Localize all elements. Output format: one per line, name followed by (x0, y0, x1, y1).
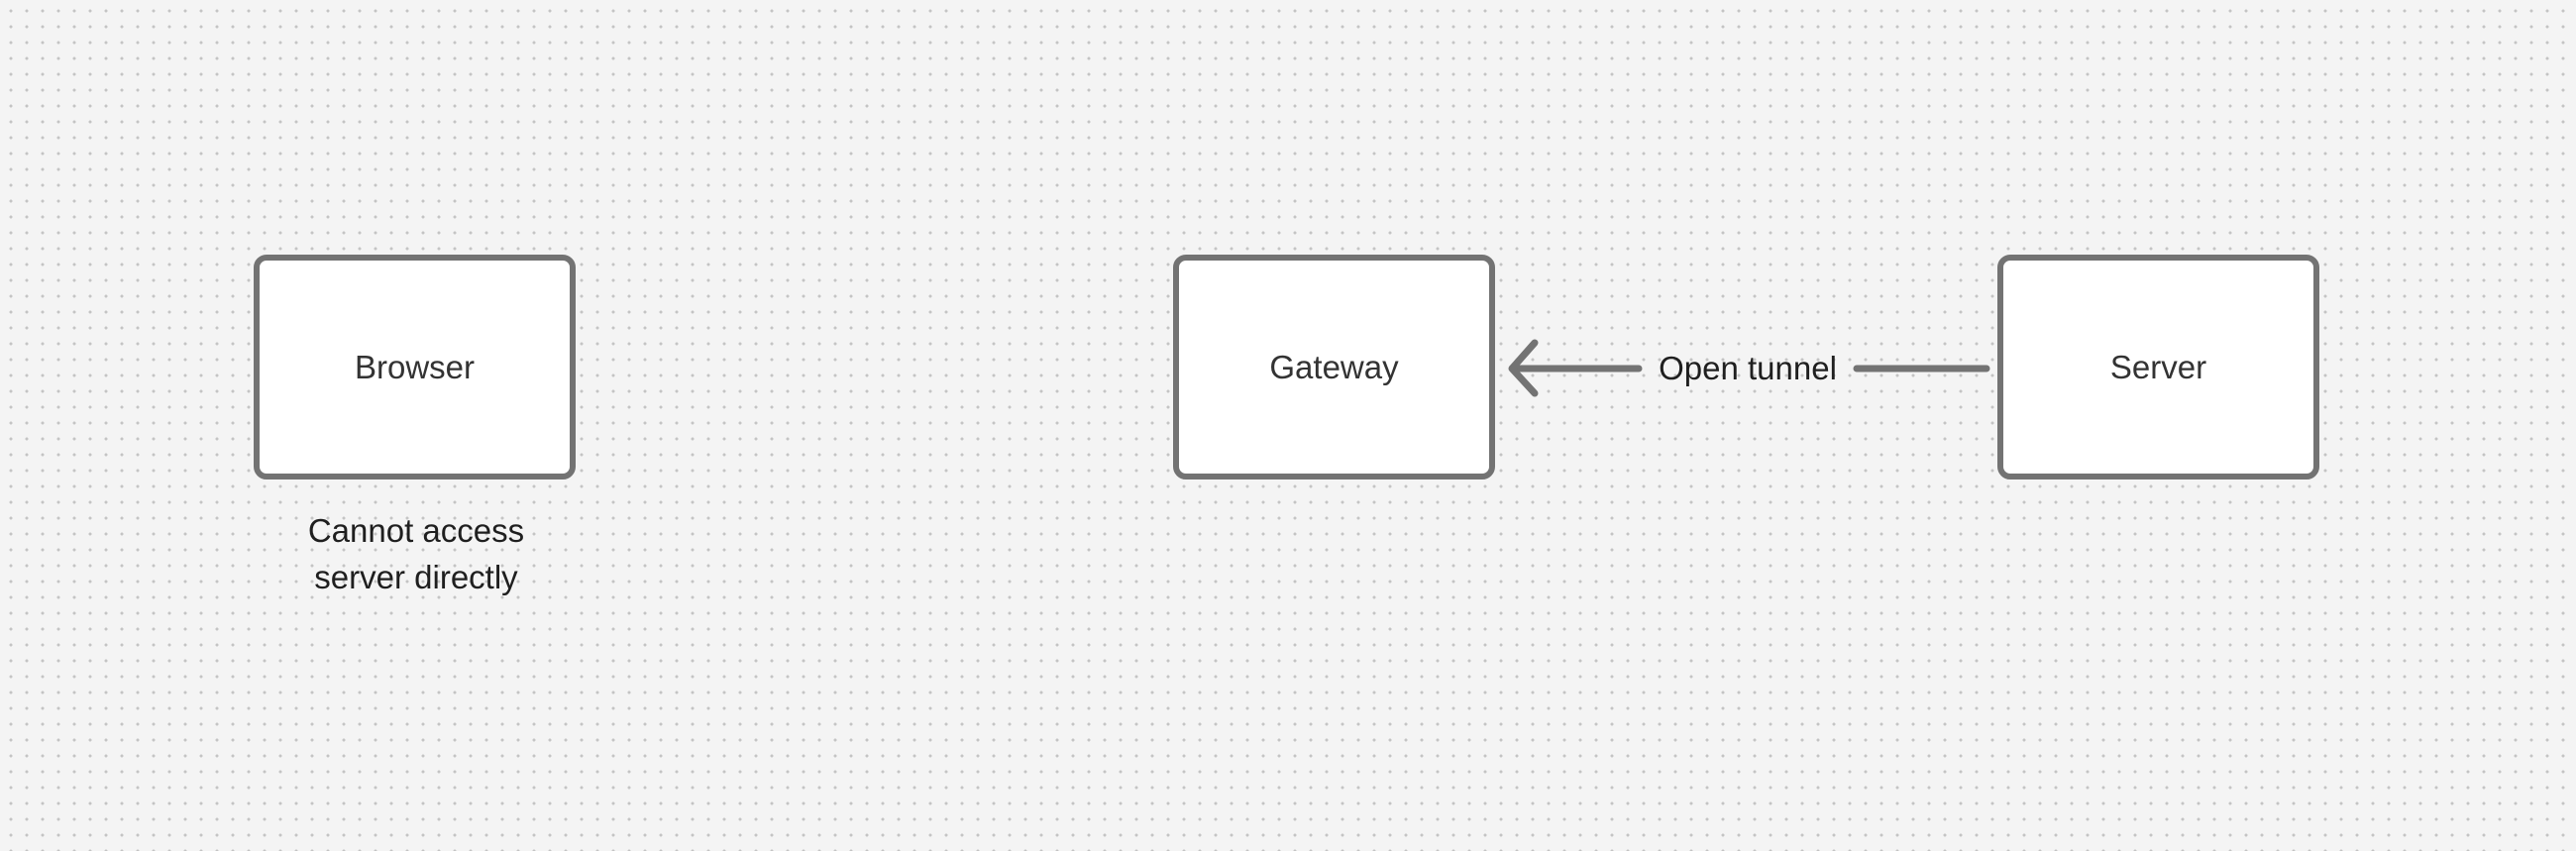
arrowhead-icon (1508, 339, 1539, 397)
tunnel-edge-label: Open tunnel (1659, 350, 1837, 386)
browser-node-label: Browser (354, 348, 476, 385)
browser-note: Cannot access server directly (307, 512, 525, 595)
browser-node[interactable]: Browser (254, 255, 576, 479)
gateway-node-label: Gateway (1269, 348, 1399, 385)
gateway-node[interactable]: Gateway (1173, 255, 1495, 479)
server-node[interactable]: Server (1997, 255, 2319, 479)
server-node-label: Server (2109, 348, 2207, 385)
